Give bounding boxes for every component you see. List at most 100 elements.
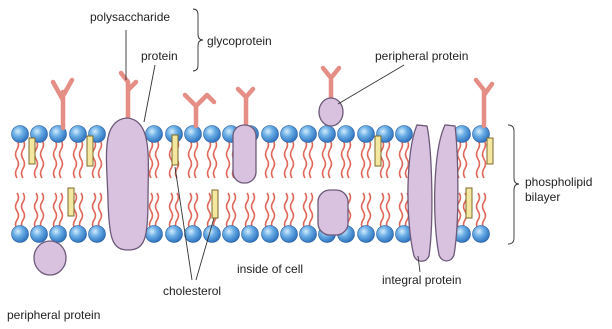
cholesterol <box>375 136 381 166</box>
label-glycoprotein: glycoprotein <box>207 34 272 48</box>
lipid-tail <box>342 140 345 178</box>
lipid-tail <box>329 140 332 178</box>
lipid-tail <box>400 193 403 229</box>
lipid-tail <box>246 193 249 229</box>
lipid-tail <box>35 193 38 229</box>
lipid-tail <box>80 140 83 178</box>
lipid-tail <box>291 140 294 178</box>
lipid-tail <box>176 193 179 229</box>
lipid-tail <box>54 140 57 178</box>
lipid-tail <box>381 193 384 229</box>
glycoprotein-brace <box>193 9 203 71</box>
peripheral-protein-bottom <box>34 241 66 275</box>
lipid-tail <box>272 140 275 178</box>
phosphate-head <box>338 126 355 143</box>
lipid-tail <box>285 140 288 178</box>
lipid-tail <box>310 140 313 178</box>
phosphate-head <box>281 126 298 143</box>
lipid-tail <box>348 140 351 178</box>
lipid-tail <box>387 193 390 229</box>
phosphate-head <box>262 126 279 143</box>
lipid-tail <box>233 193 236 229</box>
lipid-tail <box>227 140 230 178</box>
lipid-tail <box>41 193 44 229</box>
lipid-tail <box>16 193 19 229</box>
label-bilayer: bilayer <box>525 190 560 204</box>
lipid-tail <box>323 140 326 178</box>
phosphate-head <box>204 226 221 243</box>
label-cholesterol: cholesterol <box>163 284 221 298</box>
lipid-tail <box>150 193 153 229</box>
lipid-tail <box>304 193 307 229</box>
label-inside-of-cell: inside of cell <box>237 262 303 276</box>
glycoprotein-protein <box>106 118 148 250</box>
lipid-tail <box>60 140 63 178</box>
lipid-tail <box>214 140 217 178</box>
phosphate-head <box>262 226 279 243</box>
lipid-tail <box>272 193 275 229</box>
lipid-tail <box>400 140 403 178</box>
phosphate-head <box>146 226 163 243</box>
lipid-tail <box>93 193 96 229</box>
integral-protein <box>408 125 432 261</box>
lipid-tail <box>362 140 365 178</box>
phosphate-head <box>50 226 67 243</box>
phosphate-head <box>185 226 202 243</box>
lipid-tail <box>80 193 83 229</box>
leader-cholesterol-1 <box>175 167 192 280</box>
phosphate-head <box>396 126 413 143</box>
leader-peripheral-top <box>338 65 404 104</box>
lipid-tail <box>54 193 57 229</box>
lipid-tail <box>208 140 211 178</box>
peripheral-protein-top <box>319 98 343 126</box>
lipid-tail <box>291 193 294 229</box>
lipid-tail <box>368 193 371 229</box>
phosphate-head <box>204 126 221 143</box>
phosphate-head <box>281 226 298 243</box>
lipid-tail <box>195 140 198 178</box>
lipid-tail <box>368 140 371 178</box>
phosphate-head <box>223 226 240 243</box>
cholesterol <box>212 190 218 218</box>
lipid-tail <box>208 193 211 229</box>
cholesterol <box>172 135 178 165</box>
polysaccharide-chain <box>323 68 339 100</box>
label-integral-protein: integral protein <box>382 273 461 287</box>
phosphate-head <box>377 226 394 243</box>
polysaccharide-chain <box>121 73 136 120</box>
label-peripheral-protein-top: peripheral protein <box>375 49 468 63</box>
lipid-tail <box>483 140 486 178</box>
phosphate-head <box>358 126 375 143</box>
lipid-tail <box>60 193 63 229</box>
phosphate-head <box>300 126 317 143</box>
leader-protein <box>144 65 155 122</box>
lipid-tail <box>285 193 288 229</box>
phosphate-head <box>146 126 163 143</box>
phosphate-head <box>319 126 336 143</box>
lipid-tail <box>387 140 390 178</box>
lipid-tail <box>189 193 192 229</box>
lipid-tail <box>227 193 230 229</box>
cholesterol <box>87 136 93 166</box>
lipid-tail <box>362 193 365 229</box>
integral-protein <box>435 125 458 261</box>
lipid-tail <box>156 193 159 229</box>
polysaccharide-chain <box>185 95 214 126</box>
phosphate-head <box>358 226 375 243</box>
label-polysaccharide: polysaccharide <box>90 10 170 24</box>
cholesterol <box>487 138 493 164</box>
phosphate-head <box>242 226 259 243</box>
label-peripheral-protein-bottom: peripheral protein <box>7 308 100 322</box>
cholesterol <box>29 138 35 164</box>
phosphate-head <box>70 126 87 143</box>
lipid-tail <box>266 140 269 178</box>
phosphate-head <box>185 126 202 143</box>
polysaccharide-chain <box>238 89 253 126</box>
outer-channel-protein <box>233 125 256 183</box>
lipid-tail <box>483 193 486 229</box>
lipid-tail <box>304 140 307 178</box>
polysaccharide-chains <box>53 68 492 128</box>
lipid-tail <box>16 140 19 178</box>
lipid-tail <box>477 140 480 178</box>
